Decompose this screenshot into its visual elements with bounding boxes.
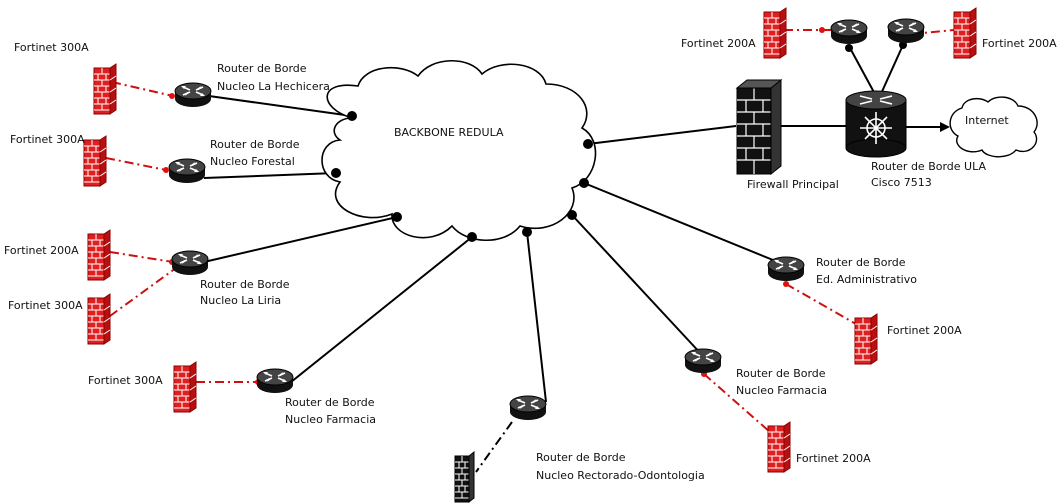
router-top-right-icon bbox=[887, 18, 925, 44]
router-hechicera-label-1: Router de Borde bbox=[217, 62, 307, 75]
router-la-liria-label-2: Nucleo La Liria bbox=[200, 294, 281, 307]
router-ed-administrativo-icon bbox=[767, 256, 805, 282]
link-ed-administrativo bbox=[583, 182, 774, 261]
router-farmacia-left-icon bbox=[256, 368, 294, 394]
ula-router-label-2: Cisco 7513 bbox=[871, 176, 932, 189]
link-hechicera bbox=[208, 95, 353, 117]
fortinet-9-label: Fortinet 200A bbox=[796, 452, 871, 465]
router-la-liria-label-1: Router de Borde bbox=[200, 278, 290, 291]
redlink-1 bbox=[111, 81, 174, 97]
fortinet-5-firewall-icon bbox=[173, 361, 197, 413]
router-hechicera-label-2: Nucleo La Hechicera bbox=[217, 80, 330, 93]
fortinet-7-firewall-icon bbox=[953, 7, 977, 59]
blacklink-rectorado bbox=[475, 421, 513, 473]
fortinet-6-firewall-icon bbox=[763, 7, 787, 59]
fortinet-3-firewall-icon bbox=[87, 229, 111, 281]
fortinet-2-label: Fortinet 300A bbox=[10, 133, 85, 146]
fortinet-3-label: Fortinet 200A bbox=[4, 244, 79, 257]
firewall-label: Firewall Principal bbox=[747, 178, 839, 191]
router-forestal-icon bbox=[168, 158, 206, 184]
internet-cloud: Internet bbox=[949, 96, 1038, 158]
fortinet-1-firewall-icon bbox=[93, 63, 117, 115]
rectorado-firewall-icon bbox=[454, 451, 475, 503]
redlink-8 bbox=[785, 283, 857, 325]
router-hechicera-icon bbox=[174, 82, 212, 108]
router-rectorado-label-1: Router de Borde bbox=[536, 451, 626, 464]
router-farmacia-left-label-1: Router de Borde bbox=[285, 396, 375, 409]
fortinet-5-label: Fortinet 300A bbox=[88, 374, 163, 387]
router-la-liria-icon bbox=[171, 250, 209, 276]
internet-label: Internet bbox=[965, 114, 1009, 127]
router-farmacia-right-label-2: Nucleo Farmacia bbox=[736, 384, 827, 397]
link-farmacia-left bbox=[290, 236, 473, 383]
router-farmacia-left-label-2: Nucleo Farmacia bbox=[285, 413, 376, 426]
link-ula-top-right bbox=[879, 44, 904, 97]
backbone-cloud: BACKBONE REDULA bbox=[321, 59, 597, 242]
router-rectorado-label-2: Nucleo Rectorado-Odontologia bbox=[536, 469, 705, 482]
main-firewall bbox=[735, 78, 783, 176]
fortinet-4-firewall-icon bbox=[87, 293, 111, 345]
router-farmacia-right-label-1: Router de Borde bbox=[736, 367, 826, 380]
link-forestal bbox=[203, 172, 337, 179]
backbone-label: BACKBONE REDULA bbox=[394, 126, 504, 139]
router-forestal-label-1: Router de Borde bbox=[210, 138, 300, 151]
fortinet-8-label: Fortinet 200A bbox=[887, 324, 962, 337]
router-farmacia-right-icon bbox=[684, 348, 722, 374]
connection-dots bbox=[163, 27, 923, 385]
link-rectorado bbox=[526, 231, 547, 403]
router-ed-administrativo-label-2: Ed. Administrativo bbox=[816, 273, 917, 286]
redlink-9 bbox=[703, 373, 771, 433]
redlink-4 bbox=[109, 267, 177, 317]
redlink-2 bbox=[105, 157, 167, 171]
fortinet-6-label: Fortinet 200A bbox=[681, 37, 756, 50]
redlink-3 bbox=[109, 251, 174, 263]
fortinet-1-label: Fortinet 300A bbox=[14, 41, 89, 54]
link-ula-top-left bbox=[849, 47, 877, 97]
arrow-internet-icon bbox=[940, 122, 950, 132]
fortinet-8-firewall-icon bbox=[854, 313, 878, 365]
ula-router-label-1: Router de Borde ULA bbox=[871, 160, 986, 173]
router-top-left-icon bbox=[830, 19, 868, 45]
router-ed-administrativo-label-1: Router de Borde bbox=[816, 256, 906, 269]
fortinet-4-label: Fortinet 300A bbox=[8, 299, 83, 312]
link-farmacia-right bbox=[571, 214, 704, 357]
fortinet-2-firewall-icon bbox=[83, 135, 107, 187]
ula-core-router-icon bbox=[845, 90, 907, 158]
router-rectorado-icon bbox=[509, 395, 547, 421]
link-firewall bbox=[587, 125, 737, 145]
link-la-liria bbox=[203, 216, 398, 263]
fortinet-7-label: Fortinet 200A bbox=[982, 37, 1057, 50]
fortinet-9-firewall-icon bbox=[767, 421, 791, 473]
router-forestal-label-2: Nucleo Forestal bbox=[210, 155, 295, 168]
